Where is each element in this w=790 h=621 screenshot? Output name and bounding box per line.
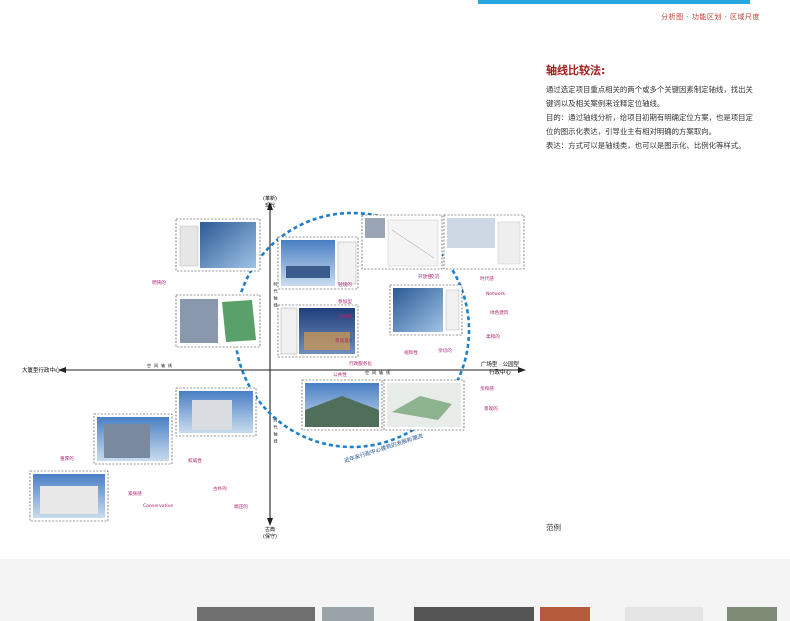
keyword-label: 亲切的 (438, 347, 452, 354)
case-photo-4 (277, 304, 359, 358)
keyword-label: 开放性 (418, 273, 432, 280)
thumbnail-image (197, 607, 315, 621)
keyword-label: 视和性 (404, 349, 418, 356)
method-line: 表达：方式可以是轴线类，也可以是图示化、比例化等样式。 (546, 141, 746, 150)
keyword-label: 权威性 (188, 457, 202, 464)
thumbnail-image (625, 607, 703, 621)
method-title: 轴线比较法: (546, 64, 606, 77)
keyword-label: 明快的 (152, 279, 166, 286)
keyword-label: 古朴的 (213, 485, 227, 492)
case-photo-1 (175, 218, 261, 272)
case-photo-3 (277, 236, 359, 290)
arrow-right-icon (518, 367, 526, 373)
keyword-label: Conservative (143, 503, 173, 509)
case-photo-6 (443, 214, 525, 270)
lower-axis-caption: 时代轴线 (274, 417, 279, 446)
case-photo-8 (301, 379, 383, 431)
axis-top-label-line: (革新) (263, 195, 277, 202)
axis-top-label-line: 现代 (265, 202, 275, 209)
thumbnail-image (540, 607, 590, 621)
example-label: 范例 (546, 523, 561, 532)
method-line: 位的图示化表达，引导业主有相对明确的方案取向。 (546, 127, 716, 136)
case-photo-2 (175, 294, 261, 348)
trend-circle-caption: 近年来行政中心建筑的发展新潮流 (343, 431, 424, 464)
keyword-label: 端庄的 (234, 503, 248, 510)
case-photo-11 (93, 413, 173, 465)
keyword-label: 交流 (430, 273, 440, 280)
axis-right-label-line: 行政中心 (489, 368, 512, 376)
axis-bottom-label-line: 古典 (265, 526, 275, 533)
keyword-label: 亲和感 (480, 385, 494, 392)
case-photo-5 (361, 214, 443, 270)
thumbnail-image (727, 607, 777, 621)
axis-bottom-label-line: (保守) (263, 533, 277, 540)
thumbnail-image (322, 607, 374, 621)
method-line: 通过选定项目重点相关的两个或多个关键因素制定轴线，找出关 (546, 85, 753, 94)
top-accent-bar (478, 0, 750, 4)
keyword-label: 紧张感 (128, 490, 142, 497)
keyword-label: 景观设计 (335, 337, 354, 344)
page-tagline: 分析图 · 功能区划 · 区域尺度 (661, 13, 760, 21)
right-axis-caption: 空间轴线 (365, 369, 393, 375)
arrow-up-icon (267, 202, 273, 210)
case-photo-7 (389, 284, 463, 336)
method-description: 通过选定项目重点相关的两个或多个关键因素制定轴线，找出关 键词以及相关案例来诠释… (546, 83, 778, 153)
case-photo-10 (175, 387, 257, 437)
keyword-label: 公共性 (333, 371, 347, 378)
axis-right-label-line: 广场型 · 公园型 (481, 360, 520, 368)
axis-left-label: 大厦型行政中心 (22, 366, 61, 374)
thumbnail-image (414, 607, 534, 621)
keyword-label: 绿色建筑 (490, 309, 509, 316)
case-photo-12 (29, 470, 109, 522)
keyword-label: 轻快的 (338, 281, 352, 288)
axis-comparison-diagram: (革新) 现代 古典 (保守) 大厦型行政中心 广场型 · 公园型 行政中心 时… (22, 195, 526, 540)
keyword-label: Network (486, 291, 506, 297)
keyword-label: 时代感 (480, 275, 494, 282)
method-line: 键词以及相关案例来诠释定位轴线。 (546, 99, 665, 108)
left-axis-caption: 空间轴线 (147, 362, 175, 368)
case-photo-9 (383, 379, 465, 431)
method-line: 目的：通过轴线分析，给项目初期有明确定位方案，也是项目定 (546, 113, 753, 122)
arrow-left-icon (58, 367, 66, 373)
keyword-label: 参加型 (338, 298, 352, 305)
keyword-label: 重厚的 (60, 455, 74, 462)
upper-axis-caption: 时代轴线 (274, 281, 279, 310)
keyword-label: 景观的 (484, 405, 498, 412)
keyword-label: 柔和的 (486, 333, 500, 340)
arrow-down-icon (267, 518, 273, 526)
keyword-label: 行政服务化 (349, 360, 372, 367)
keyword-label: 透明性 (338, 313, 352, 320)
